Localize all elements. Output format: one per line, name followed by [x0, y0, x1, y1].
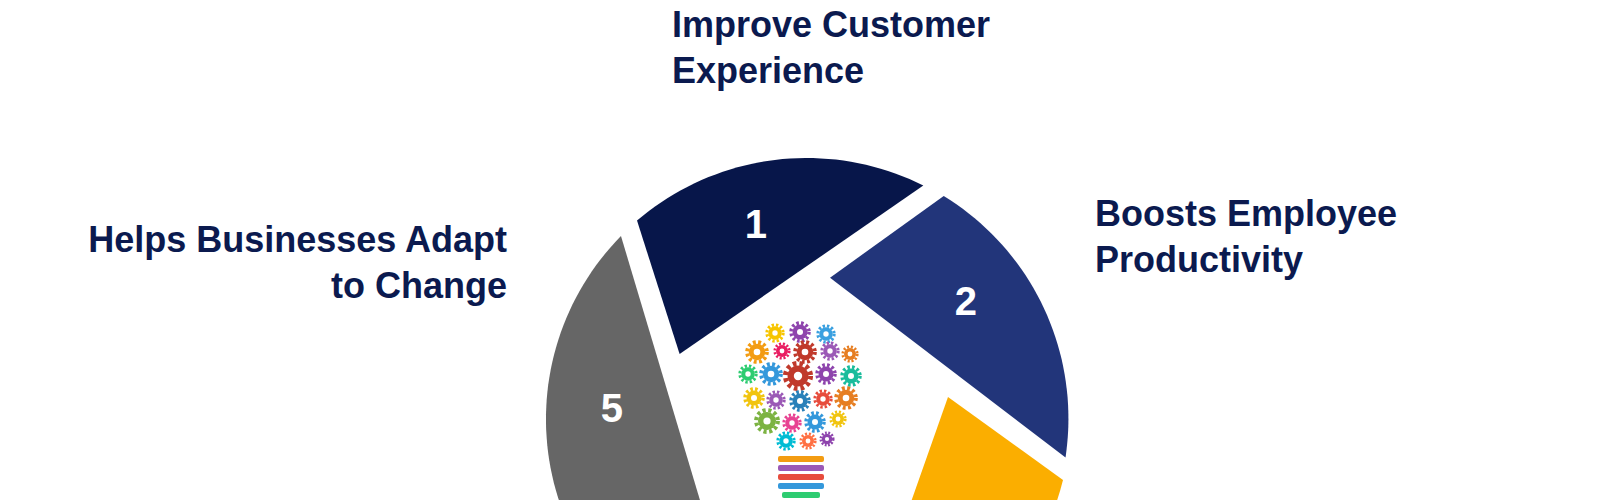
- gear: [740, 366, 756, 382]
- gear: [821, 433, 834, 446]
- segment-fill: [830, 196, 1068, 457]
- gear: [795, 342, 815, 362]
- segment-heading: Boosts Employee Productivity: [1095, 191, 1425, 283]
- bulb-screw: [778, 474, 824, 480]
- gear: [767, 325, 783, 341]
- gear: [791, 323, 809, 341]
- gear: [801, 434, 815, 448]
- gear: [836, 388, 856, 408]
- gear: [818, 326, 834, 342]
- gear: [785, 363, 810, 388]
- gear: [791, 392, 809, 410]
- segment-heading: Improve Customer Experience: [672, 2, 1012, 94]
- segment-shape: [546, 236, 706, 500]
- gear: [784, 415, 800, 431]
- gear: [756, 410, 778, 432]
- bulb-screw: [778, 456, 824, 462]
- gear: [768, 392, 784, 408]
- gear: [843, 347, 857, 361]
- gear: [745, 389, 763, 407]
- bulb-screw: [782, 492, 820, 498]
- segment-fill: [546, 236, 706, 500]
- segment-heading: Helps Businesses Adapt to Change: [57, 217, 507, 309]
- gear: [842, 367, 860, 385]
- gear: [817, 365, 835, 383]
- gear: [815, 391, 831, 407]
- segment-number: 2: [955, 281, 977, 321]
- shutter-segment: 2Boosts Employee Productivity: [830, 196, 1068, 457]
- segment-shape: [830, 196, 1068, 457]
- gear: [831, 412, 845, 426]
- gear: [761, 364, 781, 384]
- gear: [747, 342, 767, 362]
- gear: [778, 433, 794, 449]
- gear: [822, 343, 838, 359]
- bulb-screw: [778, 483, 824, 489]
- bulb-screw: [778, 465, 824, 471]
- gear-bulb: [740, 323, 860, 498]
- gear: [775, 344, 789, 358]
- shutter-segment: 5Helps Businesses Adapt to Change: [546, 236, 706, 500]
- gear: [806, 413, 824, 431]
- segment-number: 1: [745, 204, 767, 244]
- segment-number: 5: [601, 388, 623, 428]
